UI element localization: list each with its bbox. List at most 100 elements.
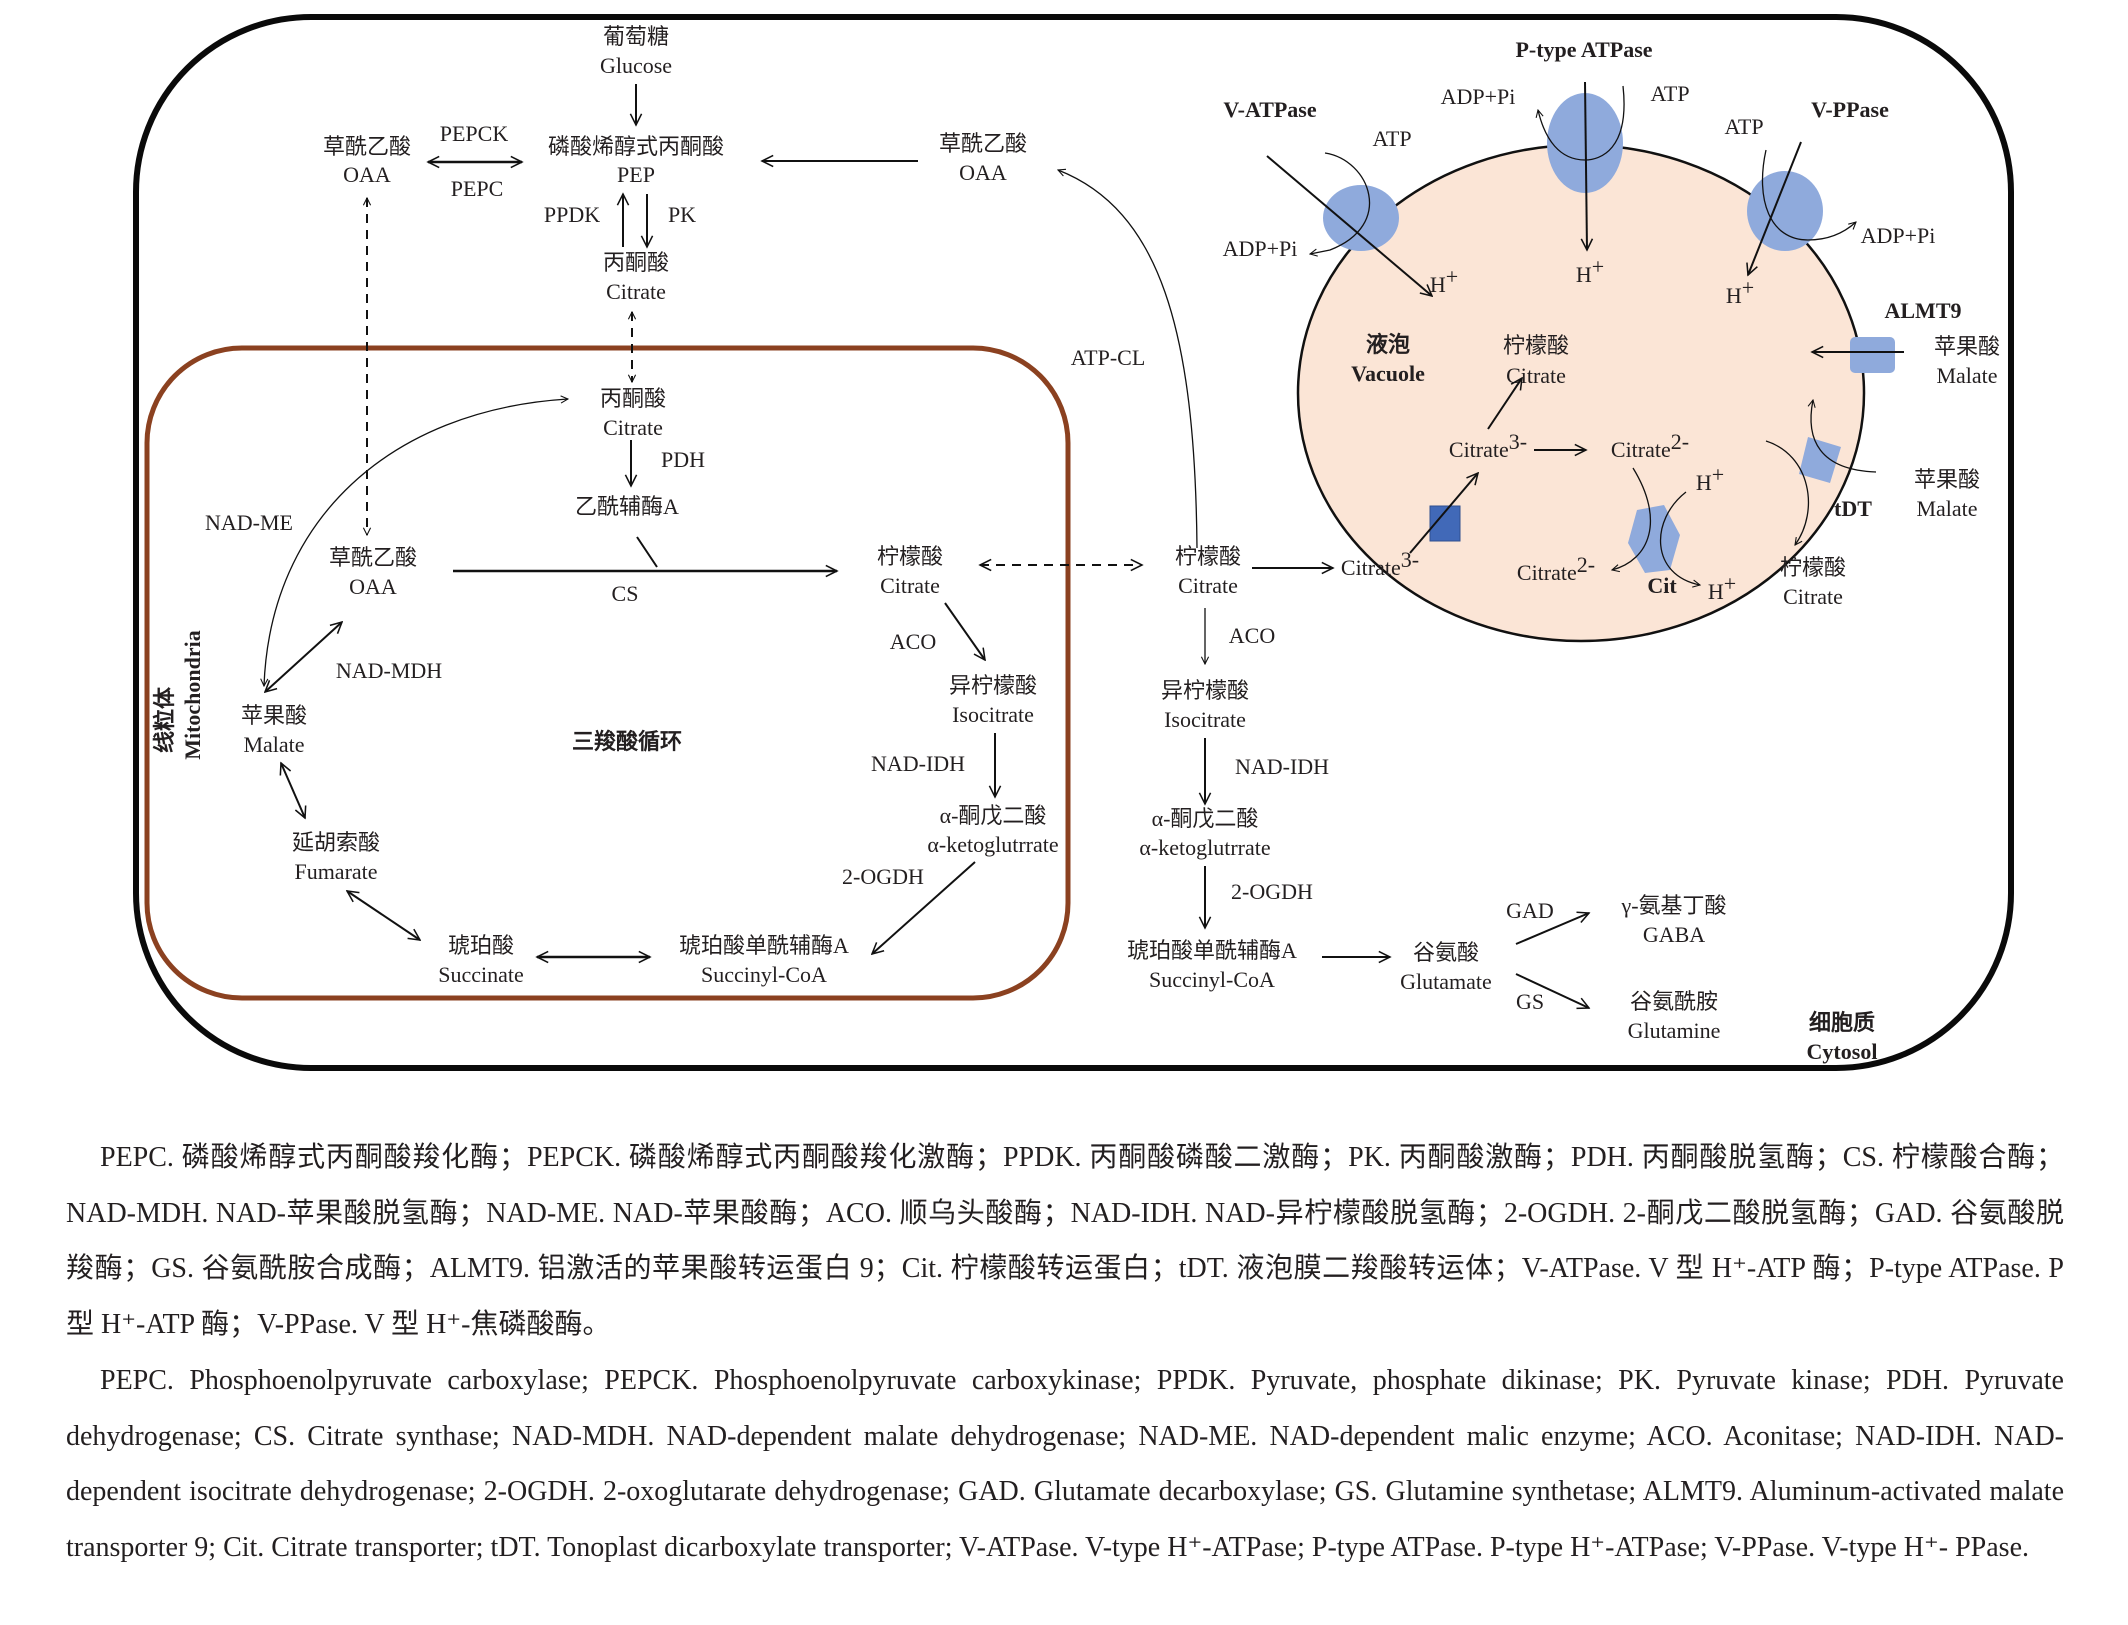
akg-mito-zh: α-酮戊二酸 (940, 803, 1047, 828)
glutamate-zh: 谷氨酸 (1413, 940, 1479, 965)
oaa-right-en: OAA (959, 160, 1007, 185)
cit-proton-out: H+ (1708, 571, 1736, 604)
malate-mito-zh: 苹果酸 (241, 703, 307, 728)
enzyme-2-ogdh-mito: 2-OGDH (842, 864, 924, 889)
enzyme-aco-mito: ACO (890, 629, 936, 654)
pyruvate-mito-zh: 丙酮酸 (600, 386, 666, 411)
enzyme-nad-mdh: NAD-MDH (336, 658, 442, 683)
arrow-p-type-atpase-atp (1538, 85, 1625, 161)
gaba-zh: γ-氨基丁酸 (1620, 893, 1726, 918)
vacuole-label-zh: 液泡 (1366, 332, 1410, 357)
succinyl-coa-cyto-zh: 琥珀酸单酰辅酶A (1127, 938, 1297, 963)
v-atpase-atp: ATP (1372, 126, 1411, 151)
caption-english-text: PEPC. Phosphoenolpyruvate carboxylase; P… (66, 1365, 2064, 1563)
succinate-zh: 琥珀酸 (448, 933, 514, 958)
enzyme-atp-cl: ATP-CL (1071, 345, 1146, 370)
enzyme-gs: GS (1516, 989, 1544, 1014)
fumarate-zh: 延胡索酸 (292, 830, 380, 855)
v-atpase-proton: H+ (1430, 264, 1458, 297)
enzyme-aco-cyto: ACO (1229, 623, 1275, 648)
pyruvate-cyto-zh: 丙酮酸 (603, 250, 669, 275)
acetyl-coa-zh: 乙酰辅酶A (575, 494, 679, 519)
oaa-left-zh: 草酰乙酸 (323, 134, 411, 159)
tca-cycle-label: 三羧酸循环 (572, 729, 682, 754)
enzyme-ppdk: PPDK (544, 202, 600, 227)
arrow-v-atpase-proton (1266, 155, 1432, 296)
pep-en: PEP (617, 162, 655, 187)
pyruvate-cyto-en: Citrate (606, 279, 666, 304)
mitochondria-label-en: Mitochondria (180, 630, 205, 760)
v-atpase-pump (1323, 185, 1399, 251)
cell-membrane (133, 14, 2014, 1071)
caption-english: PEPC. Phosphoenolpyruvate carboxylase; P… (66, 1353, 2064, 1575)
isocitrate-cyto-zh: 异柠檬酸 (1161, 678, 1249, 703)
glutamine-zh: 谷氨酰胺 (1630, 989, 1718, 1014)
vac-citrate2: Citrate2- (1611, 429, 1689, 462)
arrow-fumarate-malate (281, 763, 305, 818)
glucose-en: Glucose (600, 53, 672, 78)
tdt-transporter (1799, 437, 1841, 483)
pep-zh: 磷酸烯醇式丙酮酸 (548, 134, 724, 159)
citrate-mito-zh: 柠檬酸 (877, 544, 943, 569)
enzyme-pepck: PEPCK (440, 121, 509, 146)
cytosol-label-en: Cytosol (1807, 1039, 1878, 1064)
arrow-p-type-atpase-proton (1585, 81, 1587, 250)
oaa-right-zh: 草酰乙酸 (939, 131, 1027, 156)
arrow-nad-mdh (265, 622, 342, 692)
akg-mito-en: α-ketoglutrrate (927, 832, 1058, 857)
enzyme-gad: GAD (1506, 898, 1554, 923)
vacuole-label-en: Vacuole (1351, 361, 1425, 386)
arrow-aco-mito (944, 602, 985, 660)
line-acetyl-coa-cs (636, 536, 658, 568)
enzyme-nad-idh-cyto: NAD-IDH (1235, 754, 1329, 779)
arrow-v-ppase-proton (1748, 141, 1802, 275)
enzyme-pepc: PEPC (451, 176, 504, 201)
enzyme-nad-idh-mito: NAD-IDH (871, 751, 965, 776)
v-ppase-adp: ADP+Pi (1861, 223, 1936, 248)
metabolic-pathway-diagram: 葡萄糖 Glucose 磷酸烯醇式丙酮酸 PEP 草酰乙酸 OAA PEPCK … (133, 14, 2014, 1071)
arrow-tdt-citrate (1765, 440, 1810, 545)
cit-proton-in: H+ (1696, 462, 1724, 495)
almt9-label: ALMT9 (1885, 298, 1962, 323)
isocitrate-mito-zh: 异柠檬酸 (949, 673, 1037, 698)
enzyme-cs: CS (612, 581, 639, 606)
vac-citrate-zh: 柠檬酸 (1503, 333, 1569, 358)
cit-label: Cit (1647, 573, 1677, 598)
glutamine-en: Glutamine (1628, 1018, 1721, 1043)
arrow-cit-citrate2 (1612, 467, 1651, 570)
akg-cyto-en: α-ketoglutrrate (1139, 835, 1270, 860)
oaa-mito-en: OAA (349, 574, 397, 599)
citrate-tdt-zh: 柠檬酸 (1780, 555, 1846, 580)
succinate-en: Succinate (438, 962, 524, 987)
arrow-citrate3-import (1409, 473, 1478, 554)
isocitrate-mito-en: Isocitrate (952, 702, 1034, 727)
succinyl-coa-mito-en: Succinyl-CoA (701, 962, 827, 987)
gaba-en: GABA (1643, 922, 1705, 947)
akg-cyto-zh: α-酮戊二酸 (1152, 806, 1259, 831)
p-type-atpase-atp: ATP (1650, 81, 1689, 106)
malate-almt-zh: 苹果酸 (1934, 334, 2000, 359)
arrow-citrate3-citrate (1487, 378, 1522, 430)
citrate-cyto-zh: 柠檬酸 (1175, 544, 1241, 569)
almt9-transporter (1850, 337, 1895, 373)
malate-tdt-zh: 苹果酸 (1914, 467, 1980, 492)
succinyl-coa-mito-zh: 琥珀酸单酰辅酶A (679, 933, 849, 958)
arrow-2-ogdh-mito (872, 861, 976, 954)
v-atpase-adp: ADP+Pi (1223, 236, 1298, 261)
p-type-atpase-proton: H+ (1576, 254, 1604, 287)
caption-chinese-text: PEPC. 磷酸烯醇式丙酮酸羧化酶；PEPCK. 磷酸烯醇式丙酮酸羧化激酶；PP… (66, 1142, 2064, 1340)
citrate-tdt-en: Citrate (1783, 584, 1843, 609)
oaa-left-en: OAA (343, 162, 391, 187)
vac-citrate3: Citrate3- (1449, 429, 1527, 462)
vac-citrate-en: Citrate (1506, 363, 1566, 388)
fumarate-en: Fumarate (294, 859, 377, 884)
out-citrate2: Citrate2- (1517, 552, 1595, 585)
cit-transporter (1628, 505, 1680, 573)
p-type-atpase-adp: ADP+Pi (1441, 84, 1516, 109)
citrate3-cyto: Citrate3- (1341, 547, 1419, 580)
arrow-gad (1515, 913, 1589, 945)
cytosol-label-zh: 细胞质 (1809, 1010, 1875, 1035)
citrate-cyto-en: Citrate (1178, 573, 1238, 598)
arrow-v-atpase-atp (1310, 152, 1371, 254)
citrate-mito-en: Citrate (880, 573, 940, 598)
